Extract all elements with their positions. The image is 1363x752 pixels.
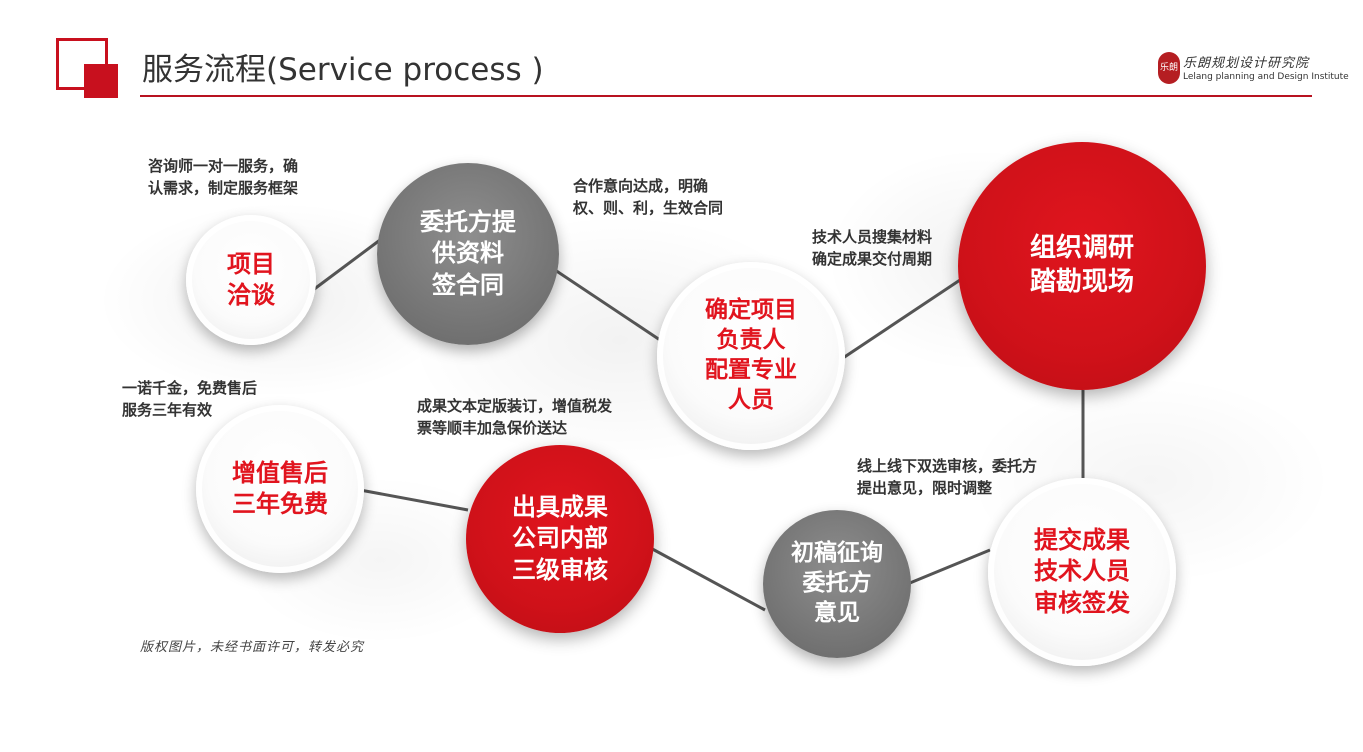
brand-name-en: Lelang planning and Design Institute	[1183, 72, 1349, 82]
step-project-negotiation: 项目 洽谈	[186, 215, 316, 345]
connector-7-8	[359, 488, 469, 512]
note-step-3: 技术人员搜集材料 确定成果交付周期	[812, 228, 933, 268]
step-internal-review: 出具成果 公司内部 三级审核	[466, 445, 654, 633]
note-step-7: 成果文本定版装订，增值税发 票等顺丰加急保价送达	[417, 397, 613, 437]
note-step-1: 咨询师一对一服务，确 认需求，制定服务框架	[148, 157, 299, 197]
connector-6-7	[644, 543, 766, 612]
note-step-5: 线上线下双选审核，委托方 提出意见，限时调整	[857, 457, 1038, 497]
connector-5-6	[904, 548, 991, 587]
logo-square-icon	[84, 64, 118, 98]
step-label: 项目 洽谈	[227, 249, 275, 309]
connector-1-2	[312, 238, 381, 292]
step-client-materials-contract: 委托方提 供资料 签合同	[377, 163, 559, 345]
brand-seal-icon: 乐朗	[1158, 52, 1180, 84]
step-label: 委托方提 供资料 签合同	[420, 208, 516, 299]
step-label: 出具成果 公司内部 三级审核	[512, 493, 608, 584]
step-label: 初稿征询 委托方 意见	[791, 540, 883, 626]
step-after-sales: 增值售后 三年免费	[196, 405, 364, 573]
connector-3-4	[839, 278, 961, 362]
step-label: 提交成果 技术人员 审核签发	[1034, 526, 1130, 617]
title-divider	[140, 95, 1312, 97]
step-site-survey: 组织调研 踏勘现场	[958, 142, 1206, 390]
brand-name-cn: 乐朗规划设计研究院	[1183, 56, 1310, 71]
step-label: 确定项目 负责人 配置专业 人员	[705, 297, 797, 413]
page-title: 服务流程(Service process )	[142, 52, 544, 88]
step-draft-consultation: 初稿征询 委托方 意见	[763, 510, 911, 658]
note-step-2: 合作意向达成，明确 权、则、利，生效合同	[573, 177, 724, 217]
step-label: 组织调研 踏勘现场	[1029, 233, 1134, 297]
connector-2-3	[554, 268, 661, 342]
copyright-notice: 版权图片，未经书面许可，转发必究	[140, 640, 365, 655]
step-assign-project-lead: 确定项目 负责人 配置专业 人员	[657, 262, 845, 450]
step-label: 增值售后 三年免费	[232, 458, 328, 518]
note-step-8: 一诺千金，免费售后 服务三年有效	[122, 379, 258, 419]
step-submit-results: 提交成果 技术人员 审核签发	[988, 478, 1176, 666]
